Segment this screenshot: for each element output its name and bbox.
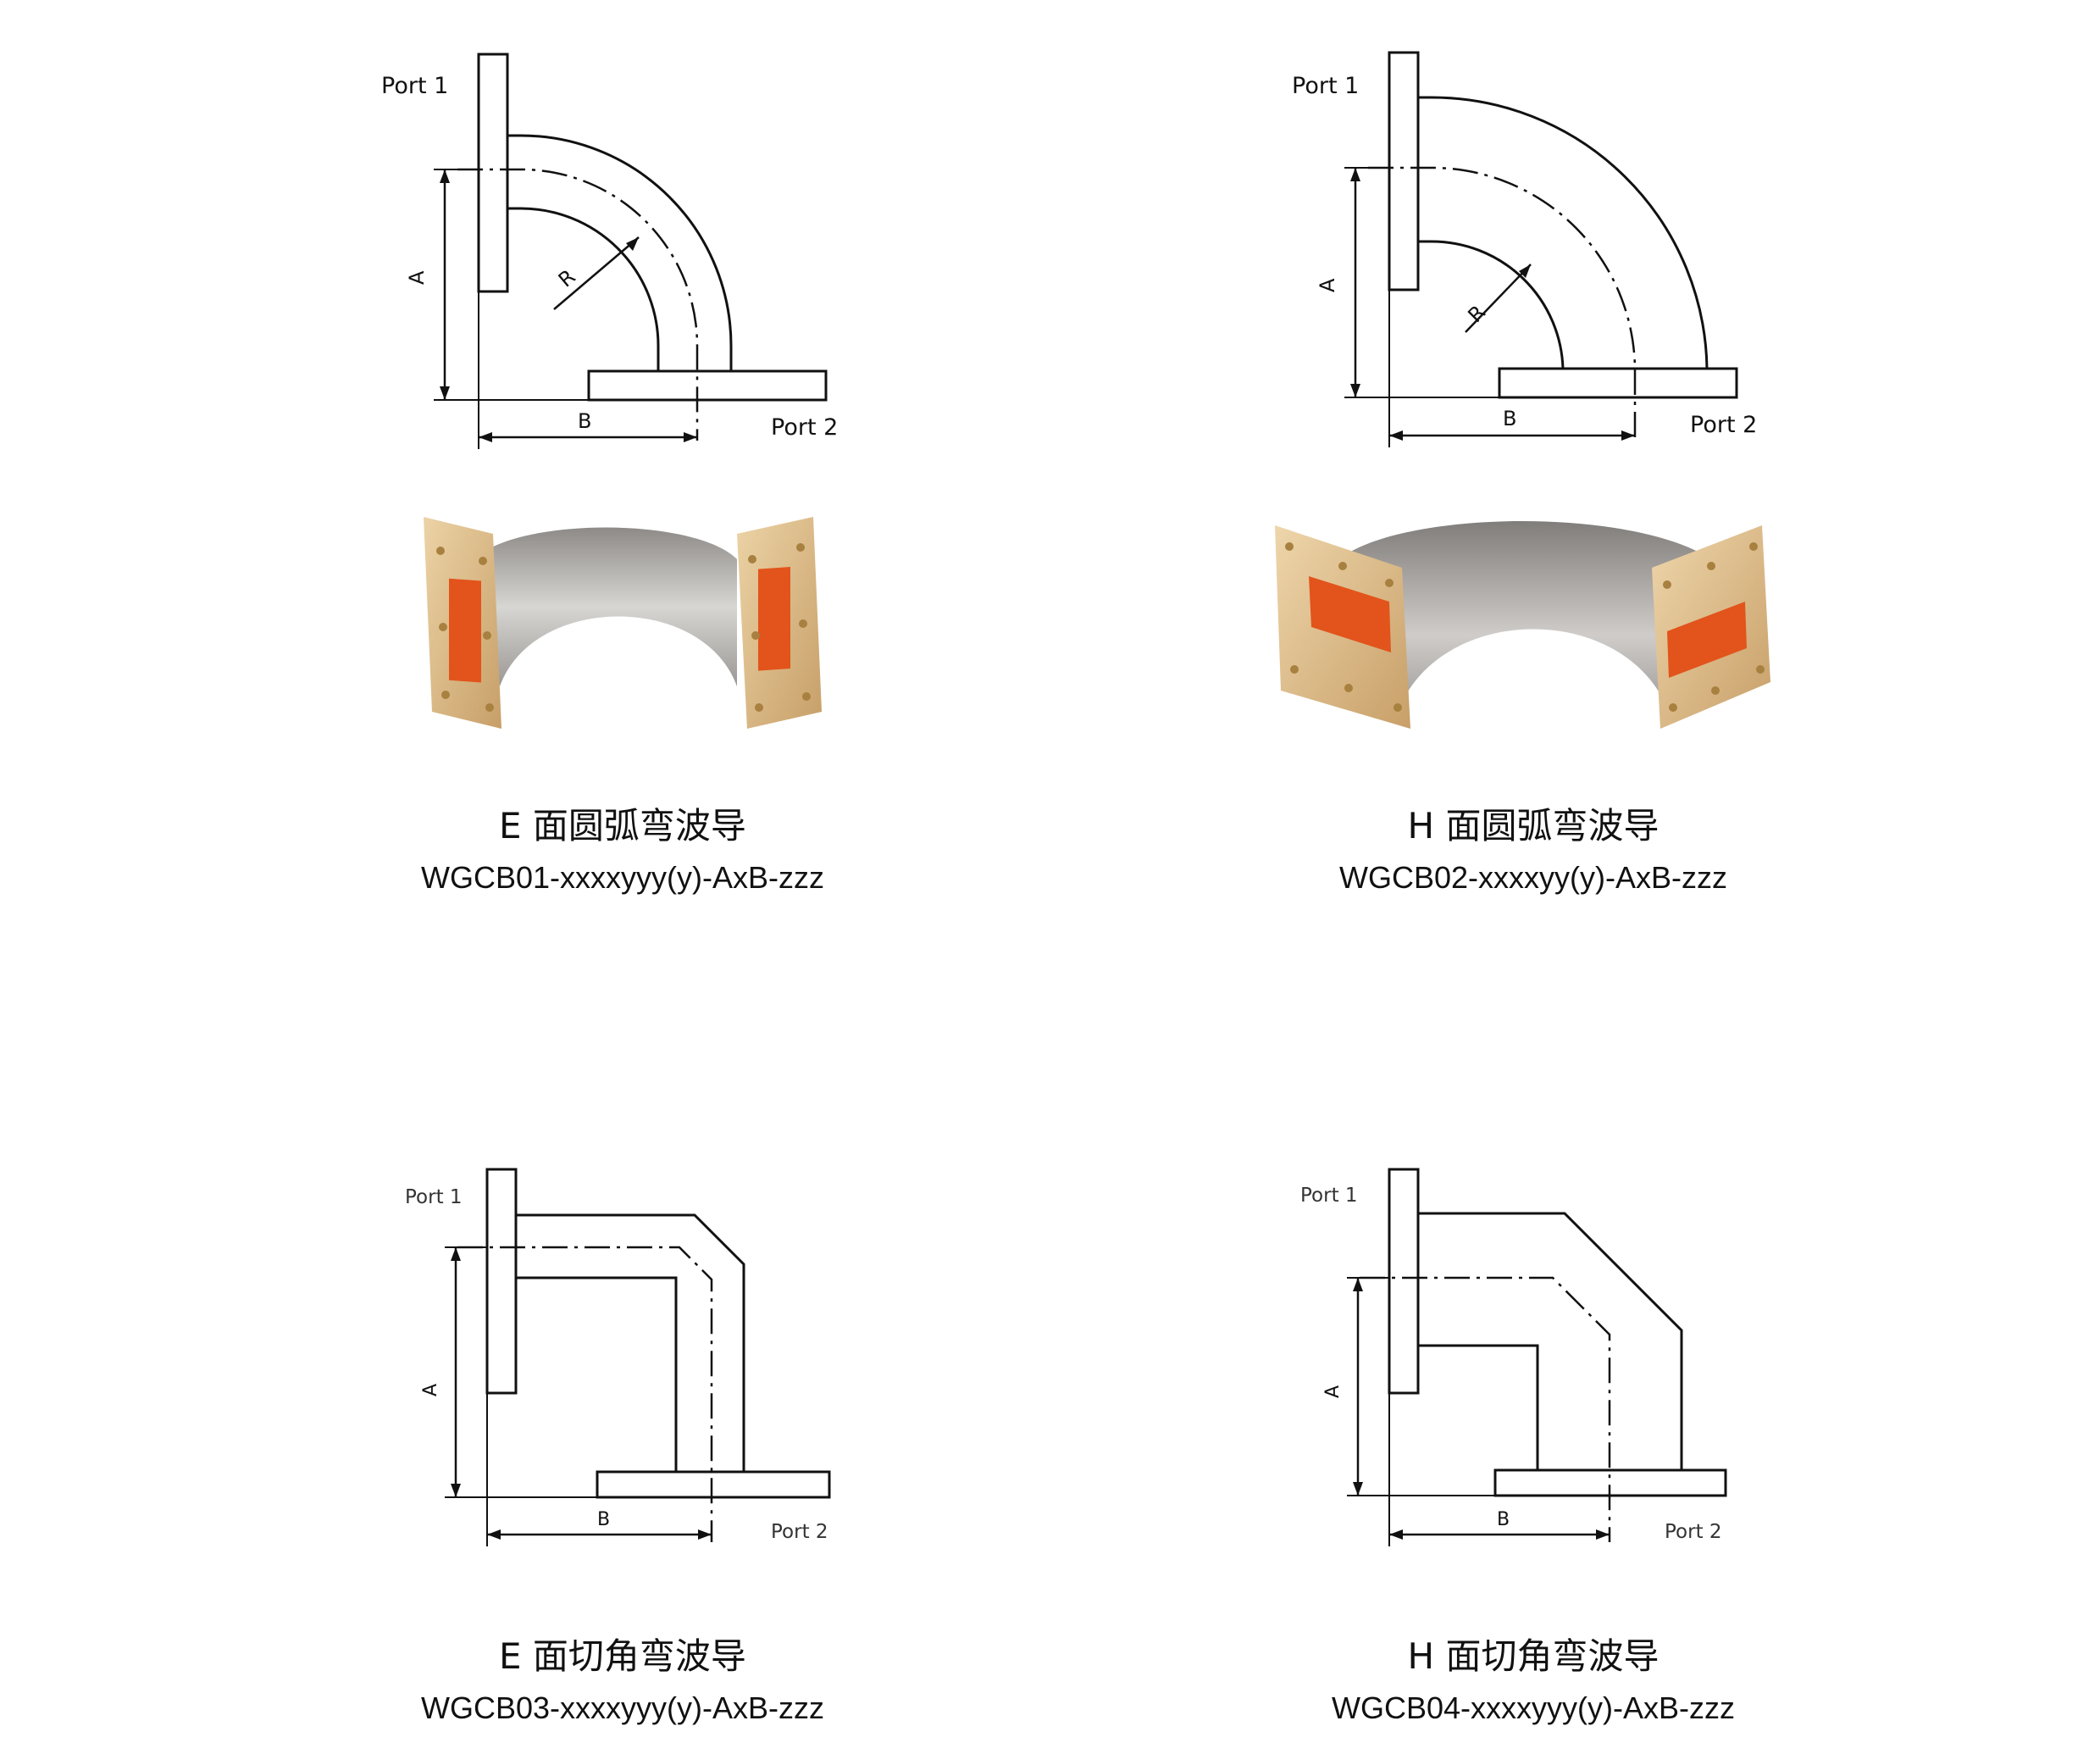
- port1-flange: [1388, 51, 1420, 291]
- panel-title: H 面圆弧弯波导: [1407, 805, 1659, 846]
- aperture-right: [758, 567, 790, 671]
- aperture-left: [1309, 576, 1391, 652]
- model-code: WGCB03-xxxxyyy(y)-AxB-zzz: [421, 1690, 824, 1725]
- panel-title: E 面切角弯波导: [499, 1635, 746, 1677]
- port2-flange: [587, 369, 828, 402]
- h-plane-arc-bend-photo: [1275, 521, 1770, 729]
- port2-label: Port 2: [1690, 412, 1757, 438]
- radius-label: R: [554, 264, 580, 291]
- dim-a-label: A: [420, 1384, 441, 1396]
- aperture-left: [449, 578, 481, 683]
- port1-label: Port 1: [1300, 1185, 1358, 1207]
- panel-title: E 面圆弧弯波导: [499, 805, 746, 846]
- dim-a-label: A: [1316, 278, 1339, 292]
- port2-label: Port 2: [771, 1521, 828, 1543]
- model-code: WGCB01-xxxxyyy(y)-AxB-zzz: [421, 860, 824, 895]
- bend-body: [1338, 521, 1711, 712]
- bend-outer-wall: [1418, 96, 1709, 369]
- radius-label: R: [1463, 301, 1490, 328]
- bend-inner-wall: [516, 1276, 678, 1472]
- panel-caption: E 面切角弯波导 WGCB03-xxxxyyy(y)-AxB-zzz: [284, 1635, 961, 1727]
- dim-b-label: B: [597, 1509, 610, 1530]
- bend-inner-wall: [1418, 1344, 1539, 1470]
- port2-flange: [1498, 367, 1738, 399]
- radius-line: [1465, 264, 1532, 333]
- center-line: [457, 168, 699, 441]
- e-plane-arc-bend-photo: [424, 517, 822, 729]
- radius-line: [553, 236, 640, 310]
- bend-outer-wall: [507, 134, 733, 371]
- center-line: [1360, 1276, 1611, 1542]
- port1-flange: [485, 1168, 518, 1395]
- panel-caption: H 面圆弧弯波导 WGCB02-xxxxyy(y)-AxB-zzz: [1194, 805, 1872, 896]
- port2-flange: [596, 1470, 831, 1499]
- model-code: WGCB04-xxxxyyy(y)-AxB-zzz: [1332, 1690, 1735, 1725]
- center-line: [1368, 166, 1637, 439]
- bend-outer-wall: [1418, 1212, 1683, 1470]
- dim-b-label: B: [1503, 407, 1516, 430]
- panel-title: H 面切角弯波导: [1407, 1635, 1659, 1677]
- port1-label: Port 1: [405, 1186, 463, 1208]
- dim-a-label: A: [405, 270, 429, 285]
- e-plane-arc-bend-drawing: Port 1 Port 2 A B R: [381, 53, 838, 449]
- panel-caption: E 面圆弧弯波导 WGCB01-xxxxyyy(y)-AxB-zzz: [284, 805, 961, 896]
- dim-a-label: A: [1322, 1385, 1344, 1398]
- h-plane-arc-bend-drawing: Port 1 Port 2 A B R: [1292, 51, 1757, 447]
- port2-label: Port 2: [1665, 1521, 1722, 1543]
- port1-label: Port 1: [1292, 73, 1359, 99]
- port1-flange: [477, 53, 509, 293]
- dim-b-label: B: [578, 409, 591, 433]
- model-code: WGCB02-xxxxyy(y)-AxB-zzz: [1339, 860, 1727, 895]
- port2-label: Port 2: [771, 414, 838, 441]
- port1-label: Port 1: [381, 73, 448, 99]
- h-plane-mitered-bend-drawing: Port 1 Port 2 A B: [1300, 1168, 1727, 1546]
- bend-inner-wall: [507, 207, 660, 371]
- bend-body: [474, 527, 737, 686]
- aperture-right: [1667, 602, 1747, 678]
- port1-flange: [1388, 1168, 1420, 1395]
- panel-caption: H 面切角弯波导 WGCB04-xxxxyyy(y)-AxB-zzz: [1194, 1635, 1872, 1727]
- dim-b-label: B: [1497, 1509, 1510, 1530]
- bend-outer-wall: [516, 1213, 745, 1472]
- e-plane-mitered-bend-drawing: Port 1 Port 2 A B: [405, 1168, 831, 1546]
- center-line: [457, 1246, 713, 1542]
